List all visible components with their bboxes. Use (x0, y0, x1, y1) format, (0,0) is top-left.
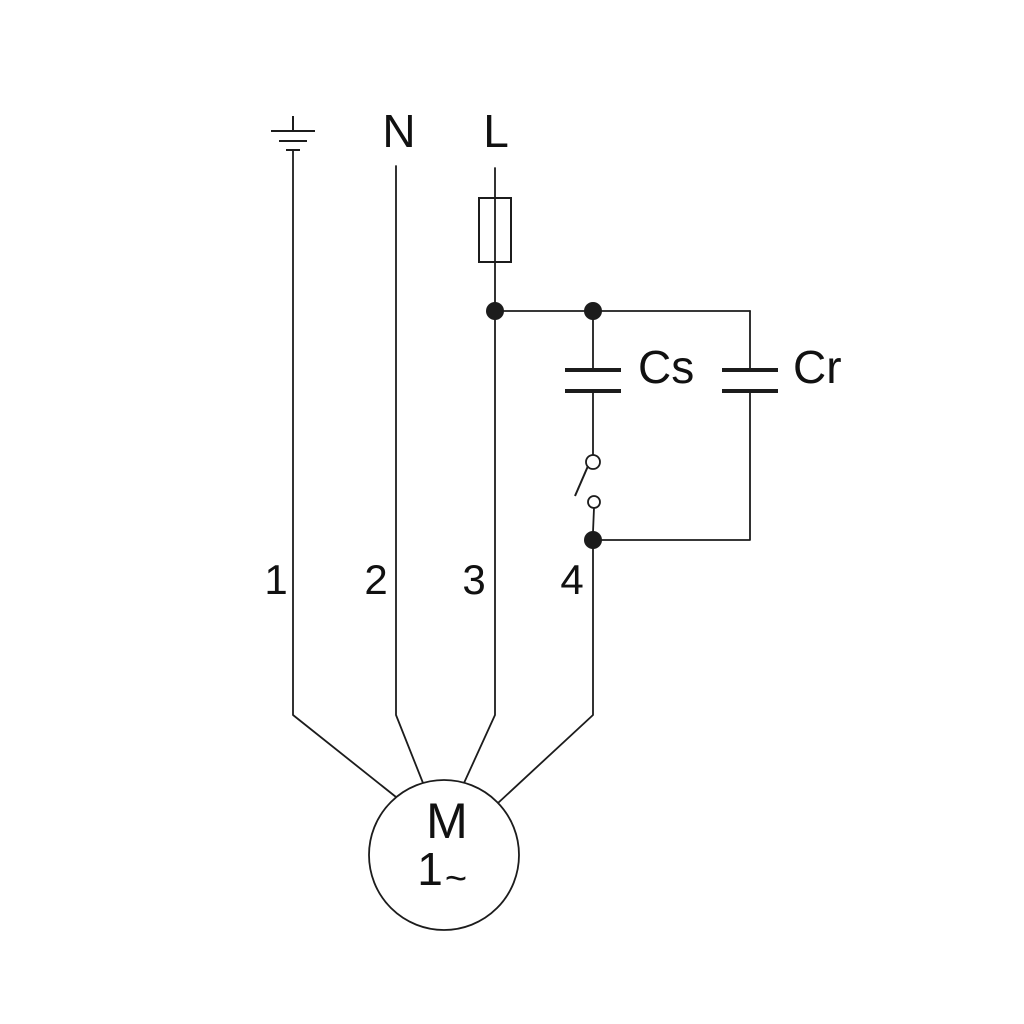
label-wire-4: 4 (560, 556, 583, 603)
wire-1-ground-to-motor (292, 149, 397, 798)
label-run-capacitor: Cr (793, 341, 842, 393)
label-wire-1: 1 (264, 556, 287, 603)
wire-3-line-to-motor (463, 167, 496, 784)
label-start-capacitor: Cs (638, 341, 694, 393)
label-motor-phase-number: 1 (417, 843, 443, 895)
switch-lower-lead (592, 507, 595, 533)
switch-terminal-bottom (587, 495, 601, 509)
switch-blade (574, 465, 589, 497)
wire-4-capacitor-to-motor (497, 539, 594, 804)
label-motor-phase-tilde: ~ (445, 858, 467, 900)
start-capacitor-branch (565, 310, 621, 533)
junction-dot-cs-top (584, 302, 602, 320)
switch-terminal-top (585, 454, 601, 470)
junction-dot-cs-bottom (584, 531, 602, 549)
junction-dot-line (486, 302, 504, 320)
label-neutral: N (382, 105, 415, 157)
fuse-symbol (478, 197, 512, 263)
motor-circle (368, 779, 520, 931)
earth-ground-icon (271, 116, 315, 151)
label-wire-3: 3 (462, 556, 485, 603)
wire-2-neutral-to-motor (395, 165, 424, 784)
label-motor: M (426, 793, 468, 849)
label-line: L (483, 105, 509, 157)
run-capacitor-branch (592, 310, 778, 541)
cr-lower-lead (592, 390, 751, 541)
label-wire-2: 2 (364, 556, 387, 603)
